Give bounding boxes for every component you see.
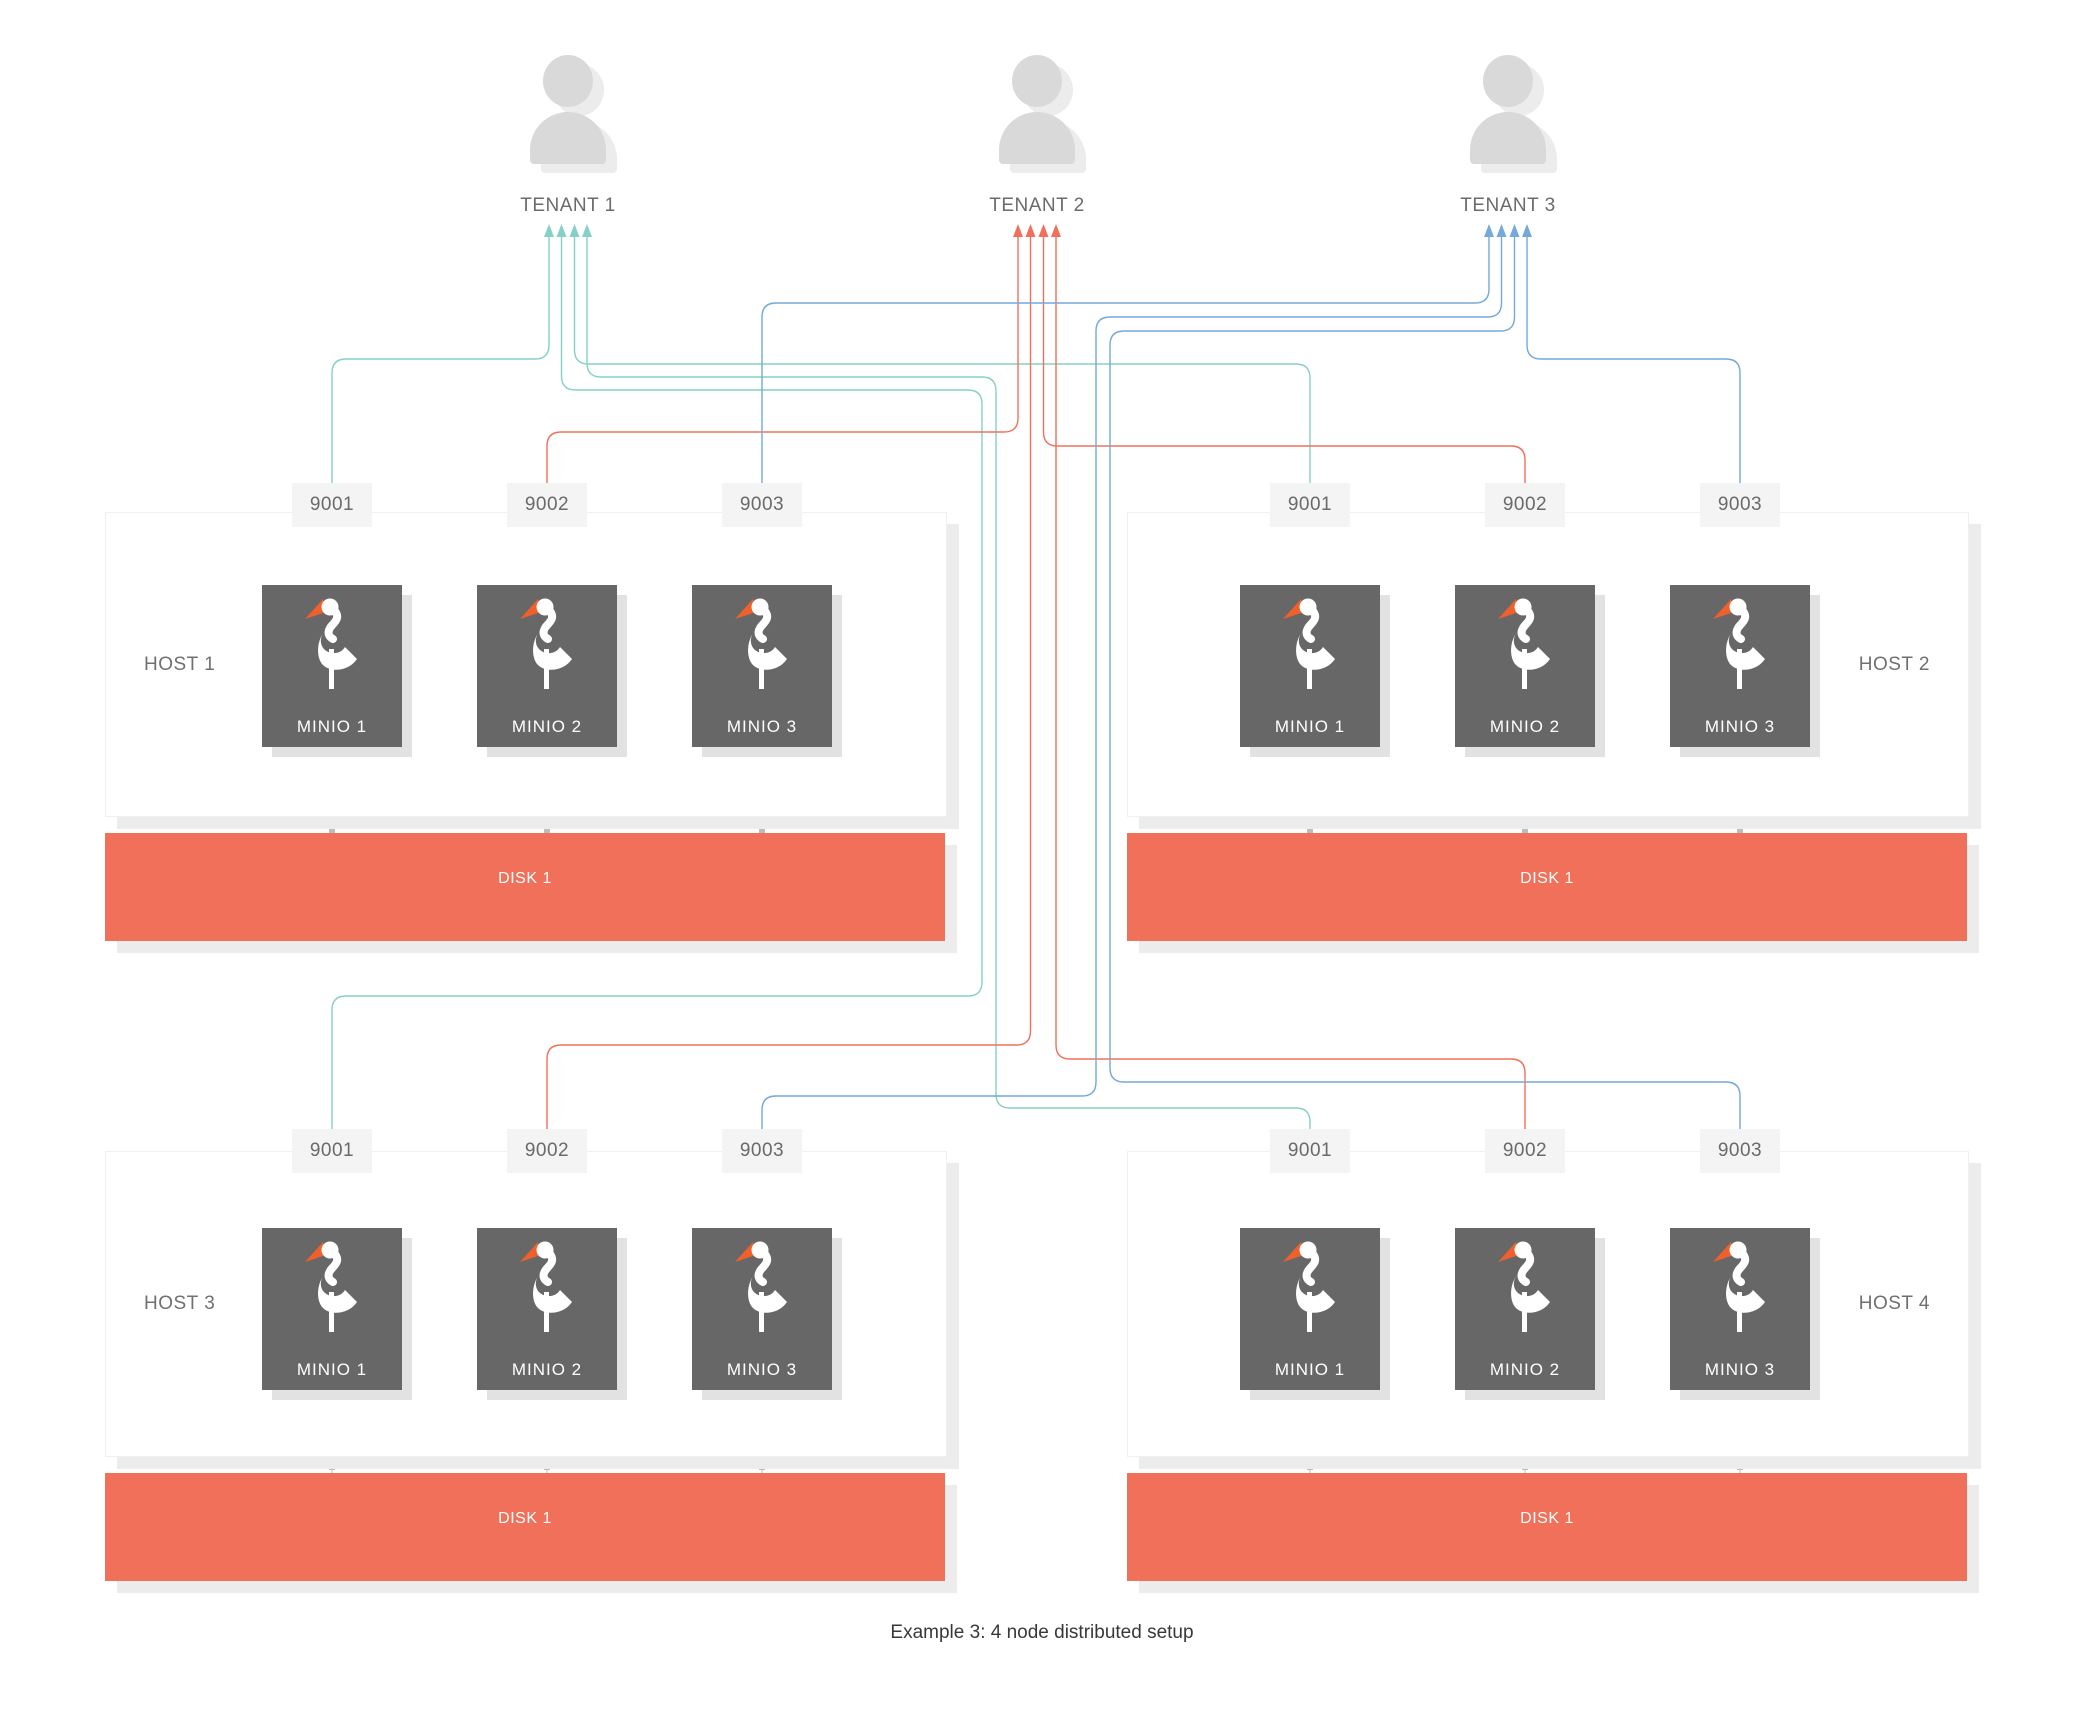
host-1-disk: DISK 1	[105, 833, 945, 941]
tenant-2: TENANT 2	[957, 55, 1117, 217]
minio-node: MINIO 3	[692, 585, 832, 747]
host-2-port-9001: 9001	[1270, 483, 1350, 527]
minio-node: MINIO 2	[1455, 1228, 1595, 1390]
minio-node: MINIO 1	[262, 1228, 402, 1390]
host-2-label: HOST 2	[1858, 653, 1930, 675]
host-3-port-9003: 9003	[722, 1129, 802, 1173]
disk-label: DISK 1	[498, 870, 552, 887]
host-4-port-9003: 9003	[1700, 1129, 1780, 1173]
user-icon-body	[530, 112, 606, 164]
user-icon	[488, 55, 648, 187]
minio-node-label: MINIO 2	[511, 1360, 583, 1379]
host-4-port-9001: 9001	[1270, 1129, 1350, 1173]
host-1-label: HOST 1	[144, 653, 216, 675]
user-icon-head	[543, 55, 593, 107]
minio-node-label: MINIO 3	[726, 1360, 798, 1379]
minio-node: MINIO 2	[477, 585, 617, 747]
host-2-port-9002: 9002	[1485, 483, 1565, 527]
minio-node: MINIO 1	[262, 585, 402, 747]
tenant-1: TENANT 1	[488, 55, 648, 217]
host-2-port-9003: 9003	[1700, 483, 1780, 527]
user-icon	[957, 55, 1117, 187]
minio-node-label: MINIO 1	[296, 1360, 368, 1379]
host-1-port-9001: 9001	[292, 483, 372, 527]
minio-node-label: MINIO 2	[511, 717, 583, 736]
user-icon-head	[1012, 55, 1062, 107]
minio-node-label: MINIO 2	[1489, 717, 1561, 736]
minio-node-label: MINIO 3	[726, 717, 798, 736]
minio-node-label: MINIO 1	[1274, 1360, 1346, 1379]
minio-node: MINIO 2	[1455, 585, 1595, 747]
user-icon-head	[1483, 55, 1533, 107]
minio-node: MINIO 2	[477, 1228, 617, 1390]
minio-node-label: MINIO 1	[1274, 717, 1346, 736]
diagram-caption: Example 3: 4 node distributed setup	[890, 1622, 1194, 1643]
user-icon-body	[999, 112, 1075, 164]
minio-node: MINIO 1	[1240, 585, 1380, 747]
host-2-disk: DISK 1	[1127, 833, 1967, 941]
disk-label: DISK 1	[1520, 870, 1574, 887]
host-1-port-9002: 9002	[507, 483, 587, 527]
minio-node-label: MINIO 3	[1704, 1360, 1776, 1379]
tenant-3: TENANT 3	[1428, 55, 1588, 217]
minio-node-label: MINIO 2	[1489, 1360, 1561, 1379]
minio-node: MINIO 3	[1670, 1228, 1810, 1390]
disk-label: DISK 1	[498, 1510, 552, 1527]
host-3-disk: DISK 1	[105, 1473, 945, 1581]
tenant-3-label: TENANT 3	[1460, 195, 1556, 216]
minio-node-label: MINIO 3	[1704, 717, 1776, 736]
minio-node: MINIO 3	[692, 1228, 832, 1390]
host-4-disk: DISK 1	[1127, 1473, 1967, 1581]
minio-node-label: MINIO 1	[296, 717, 368, 736]
minio-node: MINIO 3	[1670, 585, 1810, 747]
disk-label: DISK 1	[1520, 1510, 1574, 1527]
minio-node: MINIO 1	[1240, 1228, 1380, 1390]
host-4-label: HOST 4	[1858, 1293, 1930, 1314]
host-1-port-9003: 9003	[722, 483, 802, 527]
user-icon	[1428, 55, 1588, 187]
host-3-label: HOST 3	[144, 1293, 216, 1314]
host-4-port-9002: 9002	[1485, 1129, 1565, 1173]
tenant-2-label: TENANT 2	[989, 195, 1085, 216]
user-icon-body	[1470, 112, 1546, 164]
tenant-1-label: TENANT 1	[520, 195, 616, 216]
host-3-port-9001: 9001	[292, 1129, 372, 1173]
host-3-port-9002: 9002	[507, 1129, 587, 1173]
